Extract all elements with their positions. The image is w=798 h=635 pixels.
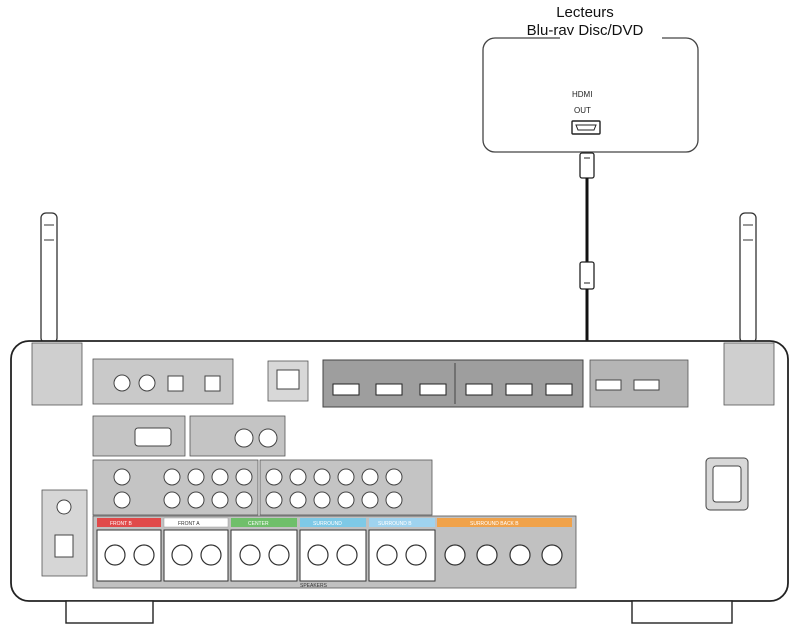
hdmi-in-connected-port xyxy=(419,383,447,396)
bluray-player: HDMI OUT xyxy=(482,35,699,153)
speaker-label-surround: SURROUND xyxy=(313,521,342,527)
speaker-terminals: FRONT B FRONT A CENTER SURROUND SURROUND… xyxy=(92,515,577,589)
hdmi-out-label-2: OUT xyxy=(574,106,591,115)
device-title-line1: Lecteurs xyxy=(556,4,614,21)
av-receiver: FRONT B FRONT A CENTER SURROUND SURROUND… xyxy=(10,340,789,624)
device-title: Lecteurs Blu-ray Disc/DVD xyxy=(470,4,700,40)
speaker-label-front-a: FRONT A xyxy=(178,521,200,527)
hdmi-out-label-1: HDMI xyxy=(572,90,592,99)
speaker-label-surround-back-b: SURROUND BACK B xyxy=(470,521,519,527)
speaker-label-center: CENTER xyxy=(248,521,269,527)
antenna-right xyxy=(739,212,757,344)
hdmi-out-port xyxy=(571,120,601,135)
antenna-left xyxy=(40,212,58,344)
speaker-label-front-b: FRONT B xyxy=(110,521,133,527)
speakers-label: SPEAKERS xyxy=(300,583,328,589)
device-title-line2: Blu-ray Disc/DVD xyxy=(526,22,644,39)
hdmi-input-panel xyxy=(322,359,584,408)
speaker-label-surround-b: SURROUND B xyxy=(378,521,412,527)
